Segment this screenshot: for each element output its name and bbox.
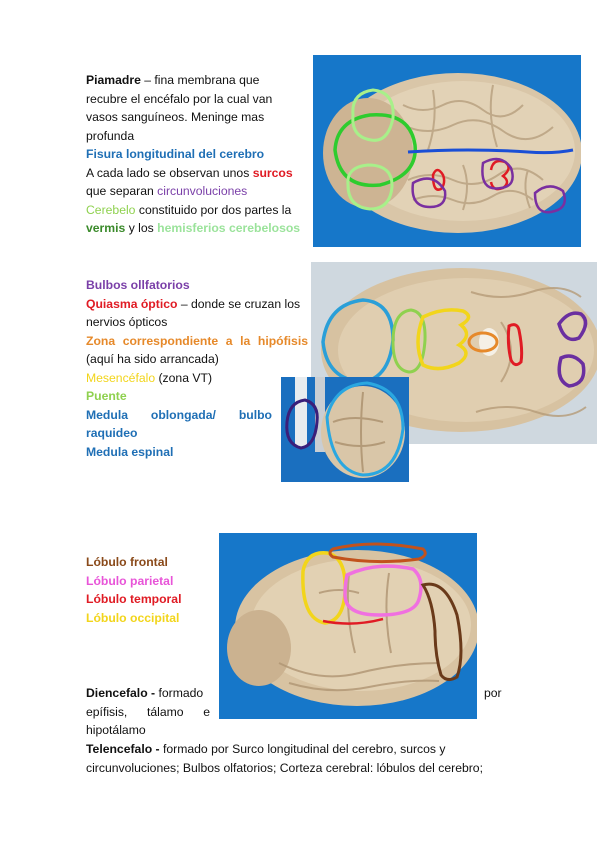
block-dorsal-text: Piamadre – fina membrana que recubre el … — [86, 71, 310, 238]
term-hemisferios: hemisferios cerebelosos — [157, 221, 301, 235]
block-ventral-text: Bulbos ollfatorios Quiasma óptico – dond… — [86, 276, 308, 461]
piamadre-desc-3: vasos sanguíneos. Meninge mas — [86, 110, 265, 124]
telencefalo-block: Telencefalo - formado por Surco longitud… — [86, 740, 526, 777]
term-circunvoluciones: circunvoluciones — [157, 184, 248, 198]
photo-inset-medula — [281, 377, 409, 482]
term-piamadre: Piamadre — [86, 73, 141, 87]
term-lobulo-frontal: Lóbulo frontal — [86, 555, 168, 569]
term-lobulo-parietal: Lóbulo parietal — [86, 573, 174, 588]
diencefalo-por: por — [484, 686, 502, 700]
diencefalo-desc: formado — [155, 686, 204, 700]
telencefalo-desc-2: circunvoluciones; Bulbos olfatorios; Cor… — [86, 760, 483, 775]
surcos-pre: A cada lado se observan unos — [86, 165, 253, 180]
term-bulbos: Bulbos ollfatorios — [86, 278, 190, 292]
circ-pre: que separan — [86, 184, 158, 198]
diencefalo-line-3: hipotálamo — [86, 723, 146, 737]
photo-dorsal-brain — [313, 55, 581, 247]
term-mesencefalo: Mesencéfalo — [86, 370, 156, 385]
term-telencefalo: Telencefalo - — [86, 742, 160, 756]
inset-medula-drawing — [281, 377, 409, 482]
medula-word-3: bulbo — [238, 407, 272, 422]
term-medula-espinal: Medula espinal — [86, 444, 174, 459]
term-quiasma: Quiasma óptico — [86, 296, 178, 311]
term-diencefalo: Diencefalo - — [86, 686, 156, 700]
term-raquideo: raquideo — [86, 426, 138, 440]
telencefalo-desc-1: formado por Surco longitudinal del cereb… — [159, 742, 446, 756]
y-los: y los — [125, 221, 158, 235]
diencefalo-line-2: epífisis, tálamo e — [86, 705, 210, 719]
piamadre-desc: – fina membrana que — [140, 73, 260, 87]
quiasma-desc-2: nervios ópticos — [86, 315, 168, 329]
mesencefalo-desc: (zona VT) — [155, 370, 213, 385]
medula-word-2: oblongada/ — [150, 407, 216, 422]
term-surcos: surcos — [252, 165, 293, 180]
lateral-brain-drawing — [219, 533, 477, 719]
piamadre-desc-4: profunda — [86, 128, 135, 143]
term-lobulo-temporal: Lóbulo temporal — [86, 592, 182, 606]
term-zona-hipofisis: Zona correspondiente a la hipófisis — [86, 333, 308, 348]
term-lobulo-occipital: Lóbulo occipital — [86, 610, 180, 625]
dorsal-brain-drawing — [323, 73, 581, 233]
cerebelo-desc: constituido por dos partes la — [135, 202, 292, 217]
term-vermis: vermis — [86, 221, 126, 235]
block-lobes-text: Lóbulo frontal Lóbulo parietal Lóbulo te… — [86, 553, 221, 627]
term-cerebelo: Cerebelo — [86, 202, 136, 217]
term-medula-oblongada: Medula oblongada/ bulbo — [86, 406, 272, 425]
photo-lateral-brain — [219, 533, 477, 719]
medula-word-1: Medula — [86, 407, 128, 422]
piamadre-desc-2: recubre el encéfalo por la cual van — [86, 91, 273, 106]
diencefalo-line-1: Diencefalo - formado — [86, 684, 203, 703]
term-puente: Puente — [86, 389, 127, 403]
term-fisura: Fisura longitudinal del cerebro — [86, 147, 265, 161]
quiasma-desc-1: – donde se cruzan los — [177, 296, 301, 311]
zona-desc: (aquí ha sido arrancada) — [86, 352, 219, 366]
